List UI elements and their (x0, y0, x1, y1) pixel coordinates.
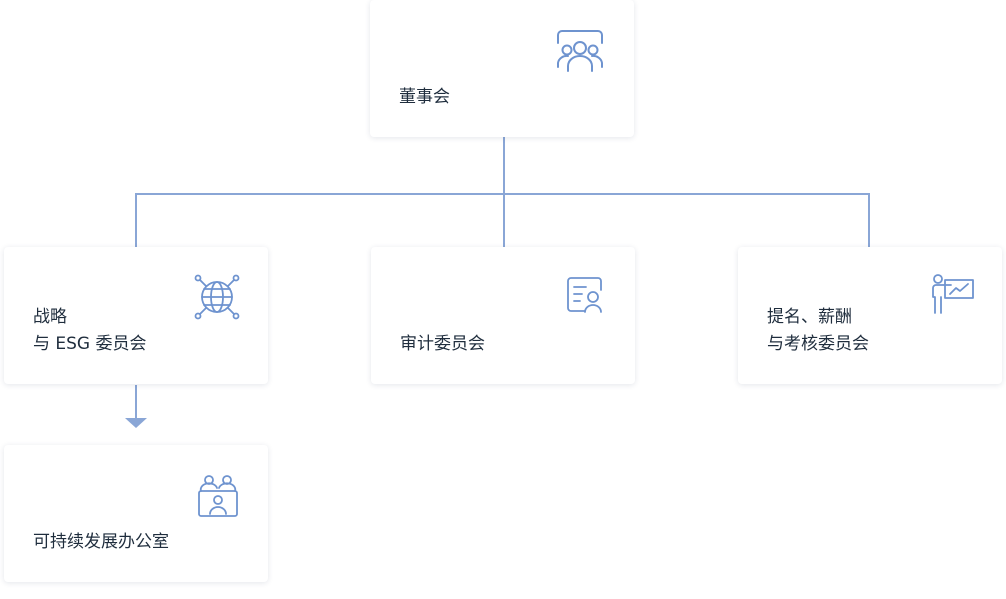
strategy-esg-committee-label: 战略 与 ESG 委员会 (33, 304, 147, 358)
presentation-icon (931, 273, 975, 315)
audit-document-icon (566, 276, 604, 314)
meeting-group-icon (555, 29, 605, 73)
audit-committee-label: 审计委员会 (400, 331, 485, 358)
team-badge-icon (197, 474, 239, 518)
branch-line-strategy (135, 193, 137, 247)
nomination-committee-label: 提名、薪酬 与考核委员会 (767, 304, 869, 358)
strategy-esg-line2: 与 ESG 委员会 (33, 334, 147, 354)
audit-committee-card[interactable]: 审计委员会 (371, 247, 635, 384)
board-title: 董事会 (399, 87, 450, 107)
sustainability-office-card[interactable]: 可持续发展办公室 (4, 445, 268, 582)
board-trunk-line (503, 137, 505, 247)
audit-line1: 审计委员会 (400, 334, 485, 354)
board-card[interactable]: 董事会 (370, 0, 634, 137)
strategy-esg-committee-card[interactable]: 战略 与 ESG 委员会 (4, 247, 268, 384)
sustainability-office-title: 可持续发展办公室 (33, 532, 169, 552)
strategy-esg-line1: 战略 (33, 307, 67, 327)
globe-network-icon (194, 274, 240, 320)
arrow-down-icon (125, 418, 147, 428)
nomination-line2: 与考核委员会 (767, 334, 869, 354)
horizontal-connector-line (135, 193, 870, 195)
nomination-line1: 提名、薪酬 (767, 307, 852, 327)
branch-line-nomination (868, 193, 870, 247)
nomination-remuneration-committee-card[interactable]: 提名、薪酬 与考核委员会 (738, 247, 1002, 384)
office-connector-line (135, 385, 137, 419)
